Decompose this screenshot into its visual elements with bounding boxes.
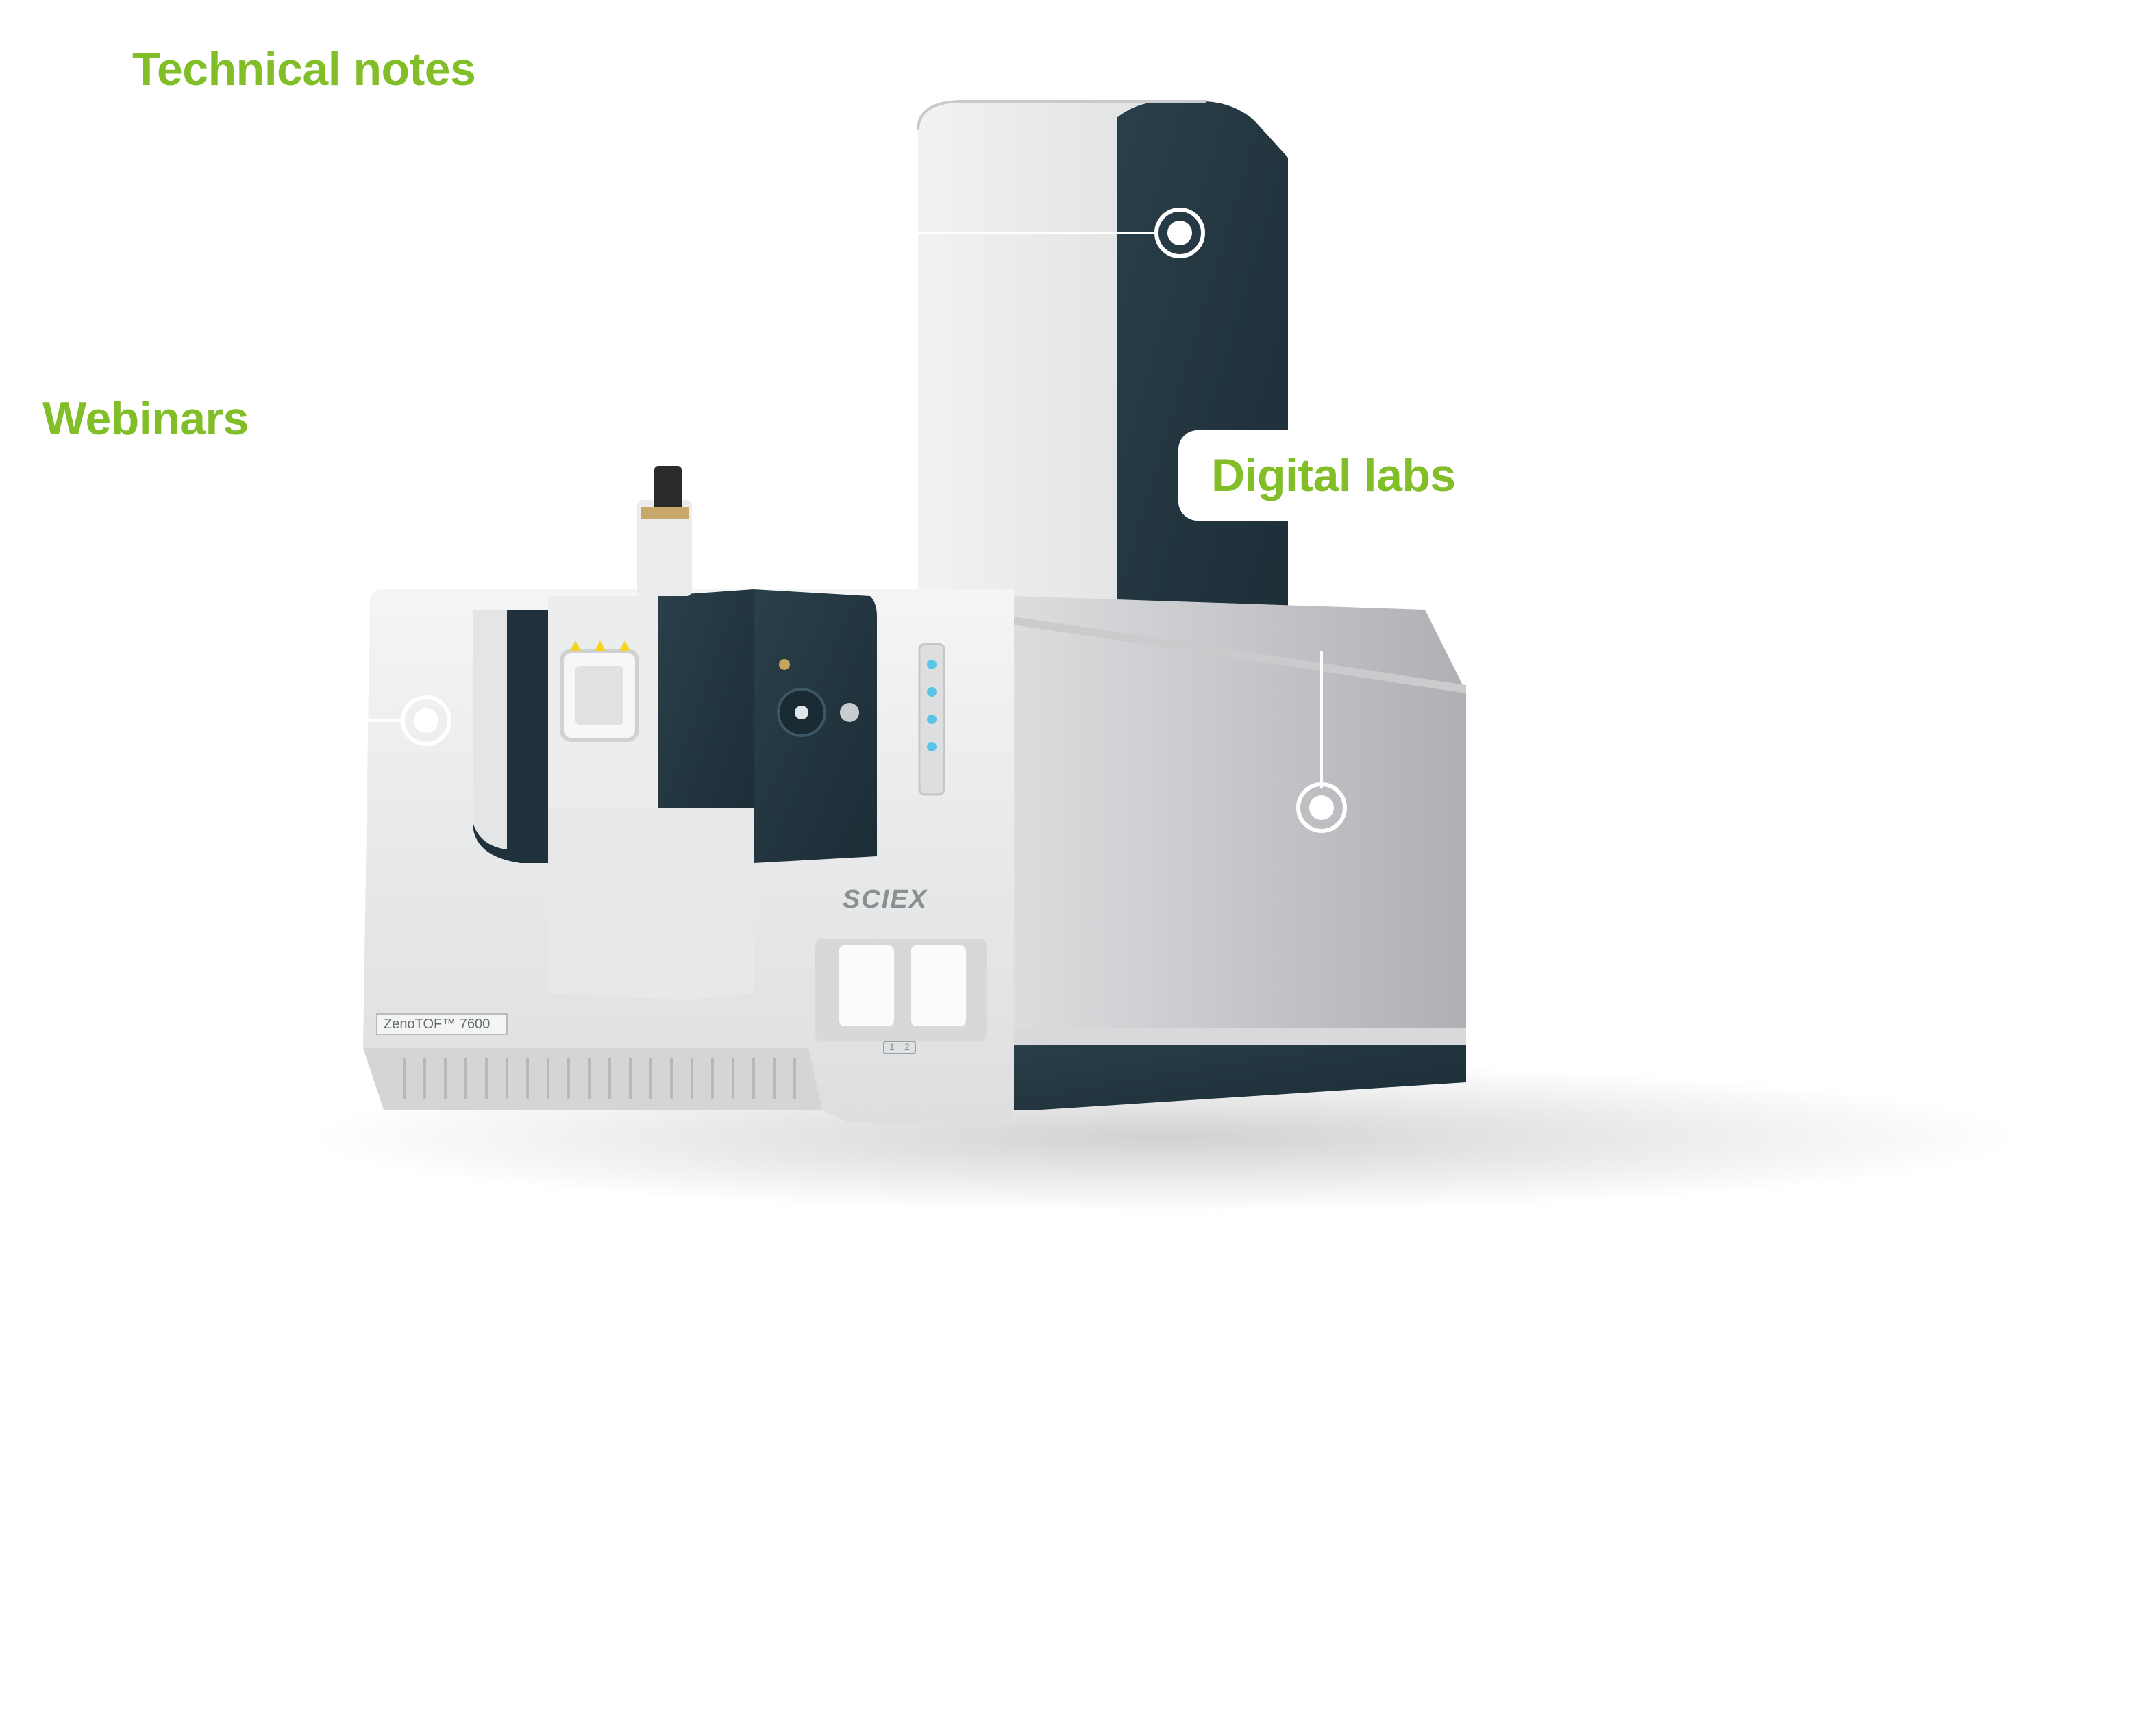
technical-notes-hotspot[interactable] [1152,206,1207,260]
digital-labs-callout[interactable]: Digital labs [1178,430,1480,521]
sciex-logo: SCIEX [843,885,928,914]
status-panel [918,643,945,796]
ion-source-housing [548,466,877,1000]
model-nameplate [376,1013,508,1035]
webinars-link[interactable]: Webinars [42,393,249,445]
digital-labs-link[interactable]: Digital labs [1211,449,1456,501]
sample-ports [815,939,987,1054]
hotspot-ring-icon [1154,208,1205,258]
technical-notes-link[interactable]: Technical notes [132,43,476,95]
vent-grille [403,1058,796,1099]
model-name-label: ZenoTOF™ 7600 [384,1017,491,1032]
hotspot-ring-icon [1296,782,1347,833]
digital-labs-hotspot[interactable] [1294,780,1349,835]
webinars-hotspot[interactable] [399,693,454,748]
callout-lines [367,232,1323,788]
port-label-1: 1 [889,1041,895,1052]
hotspot-ring-icon [401,695,451,746]
port-label-2: 2 [904,1041,910,1052]
